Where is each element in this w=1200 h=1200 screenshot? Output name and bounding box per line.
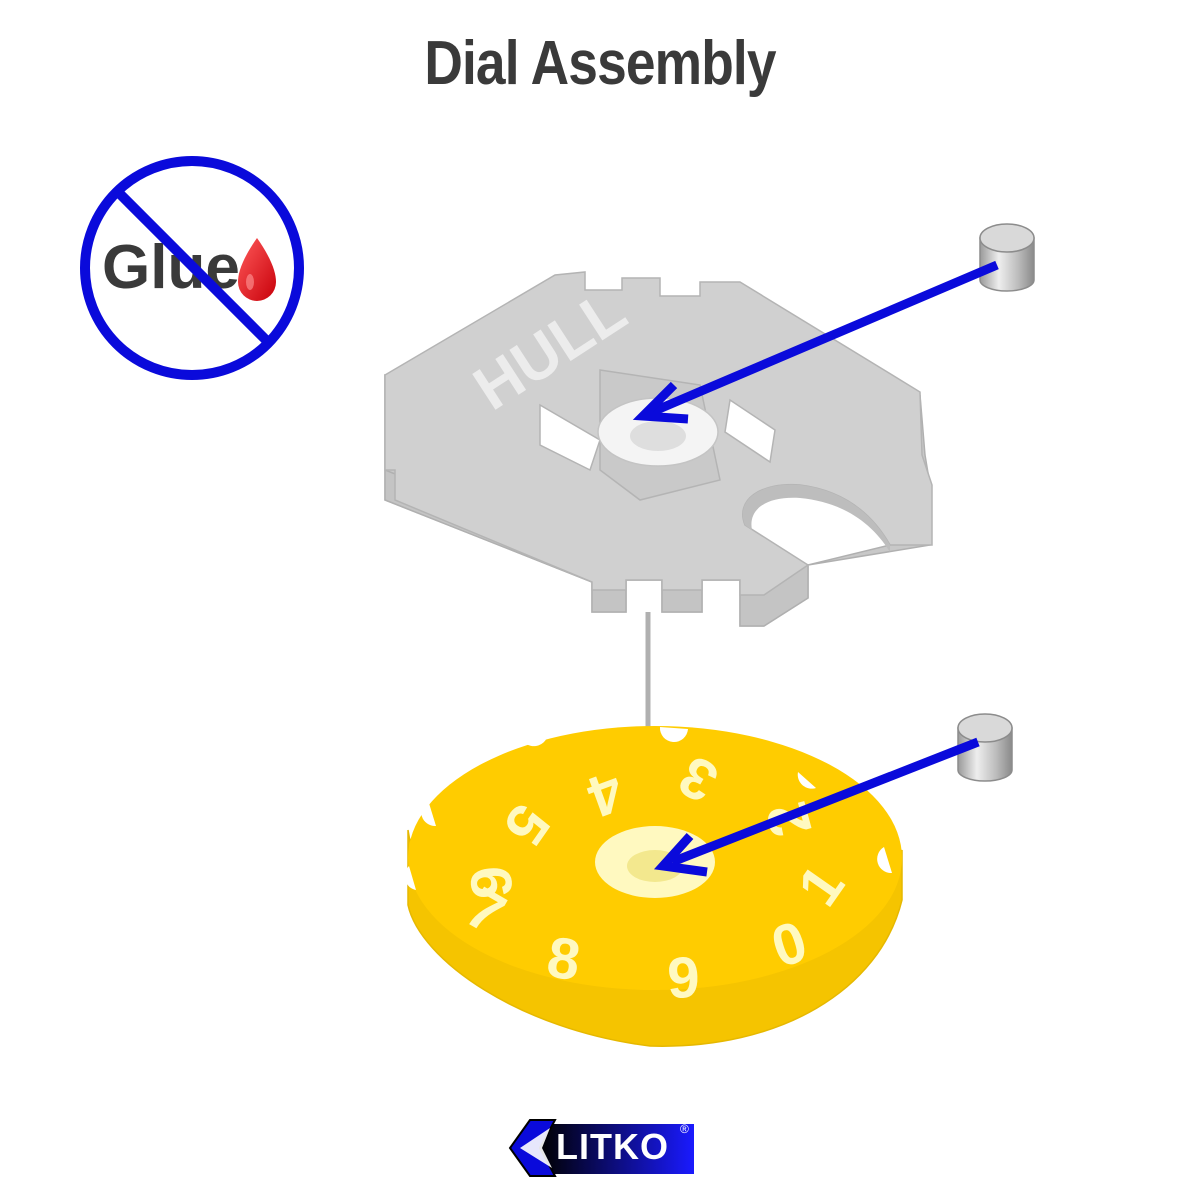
litko-logo bbox=[508, 1119, 694, 1177]
no-glue-sign: Glue bbox=[80, 156, 304, 380]
dial-number-6: 6 bbox=[457, 863, 525, 901]
top-magnet-arrow bbox=[632, 260, 999, 424]
registered-mark: ® bbox=[680, 1122, 689, 1136]
glue-drop-icon bbox=[238, 238, 276, 301]
brand-name: LITKO bbox=[556, 1126, 669, 1167]
dial-number-9: 9 bbox=[666, 945, 701, 1011]
logo-band bbox=[540, 1124, 694, 1174]
page-title: Dial Assembly bbox=[424, 29, 776, 98]
prohibition-slash bbox=[115, 189, 270, 344]
prohibition-circle bbox=[80, 156, 304, 380]
dial-piece: 0 1 2 3 4 5 6 7 8 9 bbox=[404, 726, 903, 1047]
top-magnet bbox=[979, 223, 1035, 292]
bottom-magnet-arrow bbox=[653, 737, 980, 877]
